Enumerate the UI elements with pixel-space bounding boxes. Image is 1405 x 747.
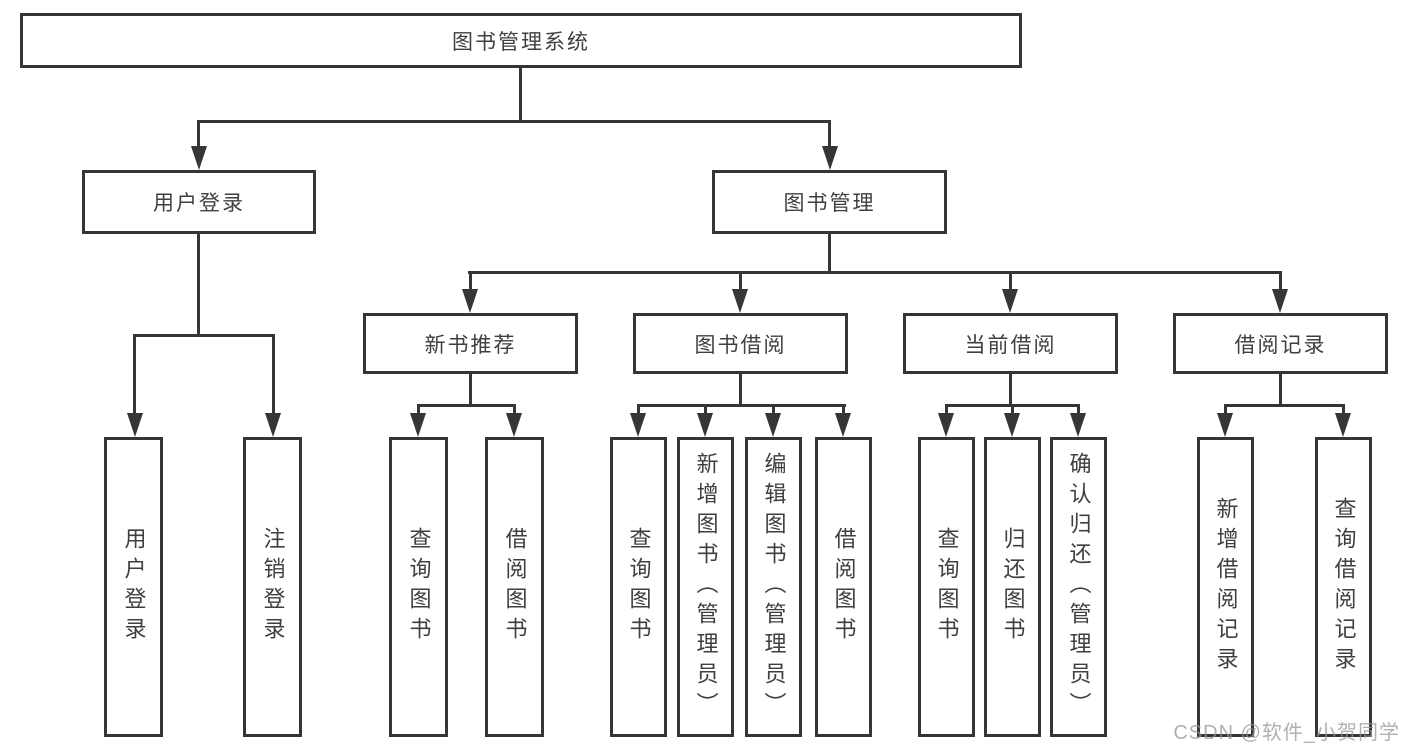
connector-line	[739, 374, 742, 407]
arrowhead-down-icon	[1335, 413, 1351, 437]
arrowhead-down-icon	[938, 413, 954, 437]
leaf-logout-login: 注销登录	[243, 437, 302, 737]
leaf-borrow-query-books-label: 查询图书	[626, 527, 652, 647]
leaf-recommend-query-books-label: 查询图书	[406, 527, 432, 647]
leaf-edit-books-admin-label: 编辑图书（管理员）	[761, 452, 787, 722]
leaf-return-books-label: 归还图书	[1000, 527, 1026, 647]
leaf-query-borrow-record-label: 查询借阅记录	[1331, 497, 1357, 677]
arrowhead-down-icon	[630, 413, 646, 437]
connector-line	[1342, 404, 1345, 415]
leaf-add-borrow-record-label: 新增借阅记录	[1213, 497, 1239, 677]
leaf-user-login-label: 用户登录	[121, 527, 147, 647]
leaf-recommend-query-books: 查询图书	[389, 437, 448, 737]
connector-line	[1077, 404, 1080, 415]
node-borrow-records: 借阅记录	[1173, 313, 1388, 374]
leaf-recommend-borrow-books: 借阅图书	[485, 437, 544, 737]
node-borrow-records-label: 借阅记录	[1234, 333, 1327, 357]
arrowhead-down-icon	[127, 413, 143, 437]
leaf-add-borrow-record: 新增借阅记录	[1197, 437, 1254, 737]
connector-line	[828, 234, 831, 274]
leaf-return-books: 归还图书	[984, 437, 1041, 737]
node-user-login-label: 用户登录	[153, 192, 245, 215]
arrowhead-down-icon	[835, 413, 851, 437]
arrowhead-down-icon	[765, 413, 781, 437]
connector-line	[637, 404, 846, 407]
connector-line	[513, 404, 516, 415]
connector-line	[828, 120, 831, 148]
leaf-logout-login-label: 注销登录	[260, 527, 286, 647]
leaf-recommend-borrow-books-label: 借阅图书	[502, 527, 528, 647]
node-book-management: 图书管理	[712, 170, 947, 234]
arrowhead-down-icon	[697, 413, 713, 437]
connector-line	[133, 334, 275, 337]
connector-line	[637, 404, 640, 415]
node-current-borrow-label: 当前借阅	[964, 333, 1057, 357]
node-user-login: 用户登录	[82, 170, 316, 234]
node-current-borrow: 当前借阅	[903, 313, 1118, 374]
leaf-add-books-admin-label: 新增图书（管理员）	[693, 452, 719, 722]
connector-line	[519, 68, 522, 121]
arrowhead-down-icon	[191, 146, 207, 170]
connector-line	[417, 404, 516, 407]
connector-line	[704, 404, 707, 415]
arrowhead-down-icon	[1070, 413, 1086, 437]
leaf-confirm-return-admin-label: 确认归还（管理员）	[1066, 452, 1092, 722]
arrowhead-down-icon	[462, 289, 478, 313]
node-root: 图书管理系统	[20, 13, 1022, 68]
connector-line	[469, 271, 472, 293]
node-new-book-recommend: 新书推荐	[363, 313, 578, 374]
leaf-borrow-query-books: 查询图书	[610, 437, 667, 737]
leaf-borrow-books: 借阅图书	[815, 437, 872, 737]
leaf-current-query-books: 查询图书	[918, 437, 975, 737]
leaf-current-query-books-label: 查询图书	[934, 527, 960, 647]
connector-line	[1224, 404, 1345, 407]
leaf-confirm-return-admin: 确认归还（管理员）	[1050, 437, 1107, 737]
leaf-query-borrow-record: 查询借阅记录	[1315, 437, 1372, 737]
connector-line	[197, 234, 200, 337]
node-book-management-label: 图书管理	[783, 192, 876, 215]
connector-line	[1224, 404, 1227, 415]
connector-line	[1279, 271, 1282, 293]
connector-line	[945, 404, 948, 415]
arrowhead-down-icon	[265, 413, 281, 437]
connector-line	[197, 120, 831, 123]
connector-line	[417, 404, 420, 415]
csdn-watermark: CSDN @软件_小贺同学	[1173, 722, 1400, 744]
connector-line	[772, 404, 775, 415]
arrowhead-down-icon	[1002, 289, 1018, 313]
connector-line	[133, 334, 136, 415]
connector-line	[842, 404, 845, 415]
connector-line	[197, 120, 200, 148]
arrowhead-down-icon	[1272, 289, 1288, 313]
connector-line	[1009, 271, 1012, 293]
leaf-add-books-admin: 新增图书（管理员）	[677, 437, 734, 737]
leaf-user-login: 用户登录	[104, 437, 163, 737]
leaf-borrow-books-label: 借阅图书	[831, 527, 857, 647]
connector-line	[468, 271, 1281, 274]
connector-line	[272, 334, 275, 415]
node-root-label: 图书管理系统	[452, 30, 590, 54]
connector-line	[1011, 404, 1014, 415]
arrowhead-down-icon	[410, 413, 426, 437]
leaf-edit-books-admin: 编辑图书（管理员）	[745, 437, 802, 737]
arrowhead-down-icon	[822, 146, 838, 170]
connector-line	[1009, 374, 1012, 407]
arrowhead-down-icon	[1217, 413, 1233, 437]
connector-line	[1279, 374, 1282, 407]
node-book-borrow: 图书借阅	[633, 313, 848, 374]
node-book-borrow-label: 图书借阅	[694, 333, 787, 357]
arrowhead-down-icon	[732, 289, 748, 313]
arrowhead-down-icon	[506, 413, 522, 437]
node-new-book-recommend-label: 新书推荐	[424, 333, 517, 357]
arrowhead-down-icon	[1004, 413, 1020, 437]
connector-line	[469, 374, 472, 407]
connector-line	[739, 271, 742, 293]
